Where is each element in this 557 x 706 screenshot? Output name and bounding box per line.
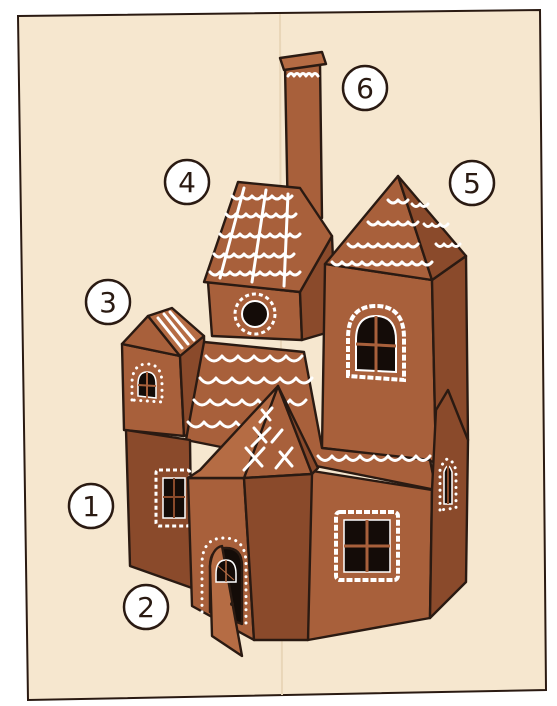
label-badge-4: 4	[165, 160, 209, 204]
label-badge-2: 2	[124, 585, 168, 629]
label-badge-5: 5	[450, 161, 494, 205]
label-5-text: 5	[463, 167, 481, 200]
label-1-text: 1	[82, 490, 100, 523]
front-wall-window	[336, 512, 398, 580]
label-6-text: 6	[356, 72, 374, 105]
label-badge-1: 1	[69, 484, 113, 528]
label-3-text: 3	[99, 286, 117, 319]
label-badge-6: 6	[343, 66, 387, 110]
label-badge-3: 3	[86, 280, 130, 324]
label-4-text: 4	[178, 166, 196, 199]
label-2-text: 2	[137, 591, 155, 624]
